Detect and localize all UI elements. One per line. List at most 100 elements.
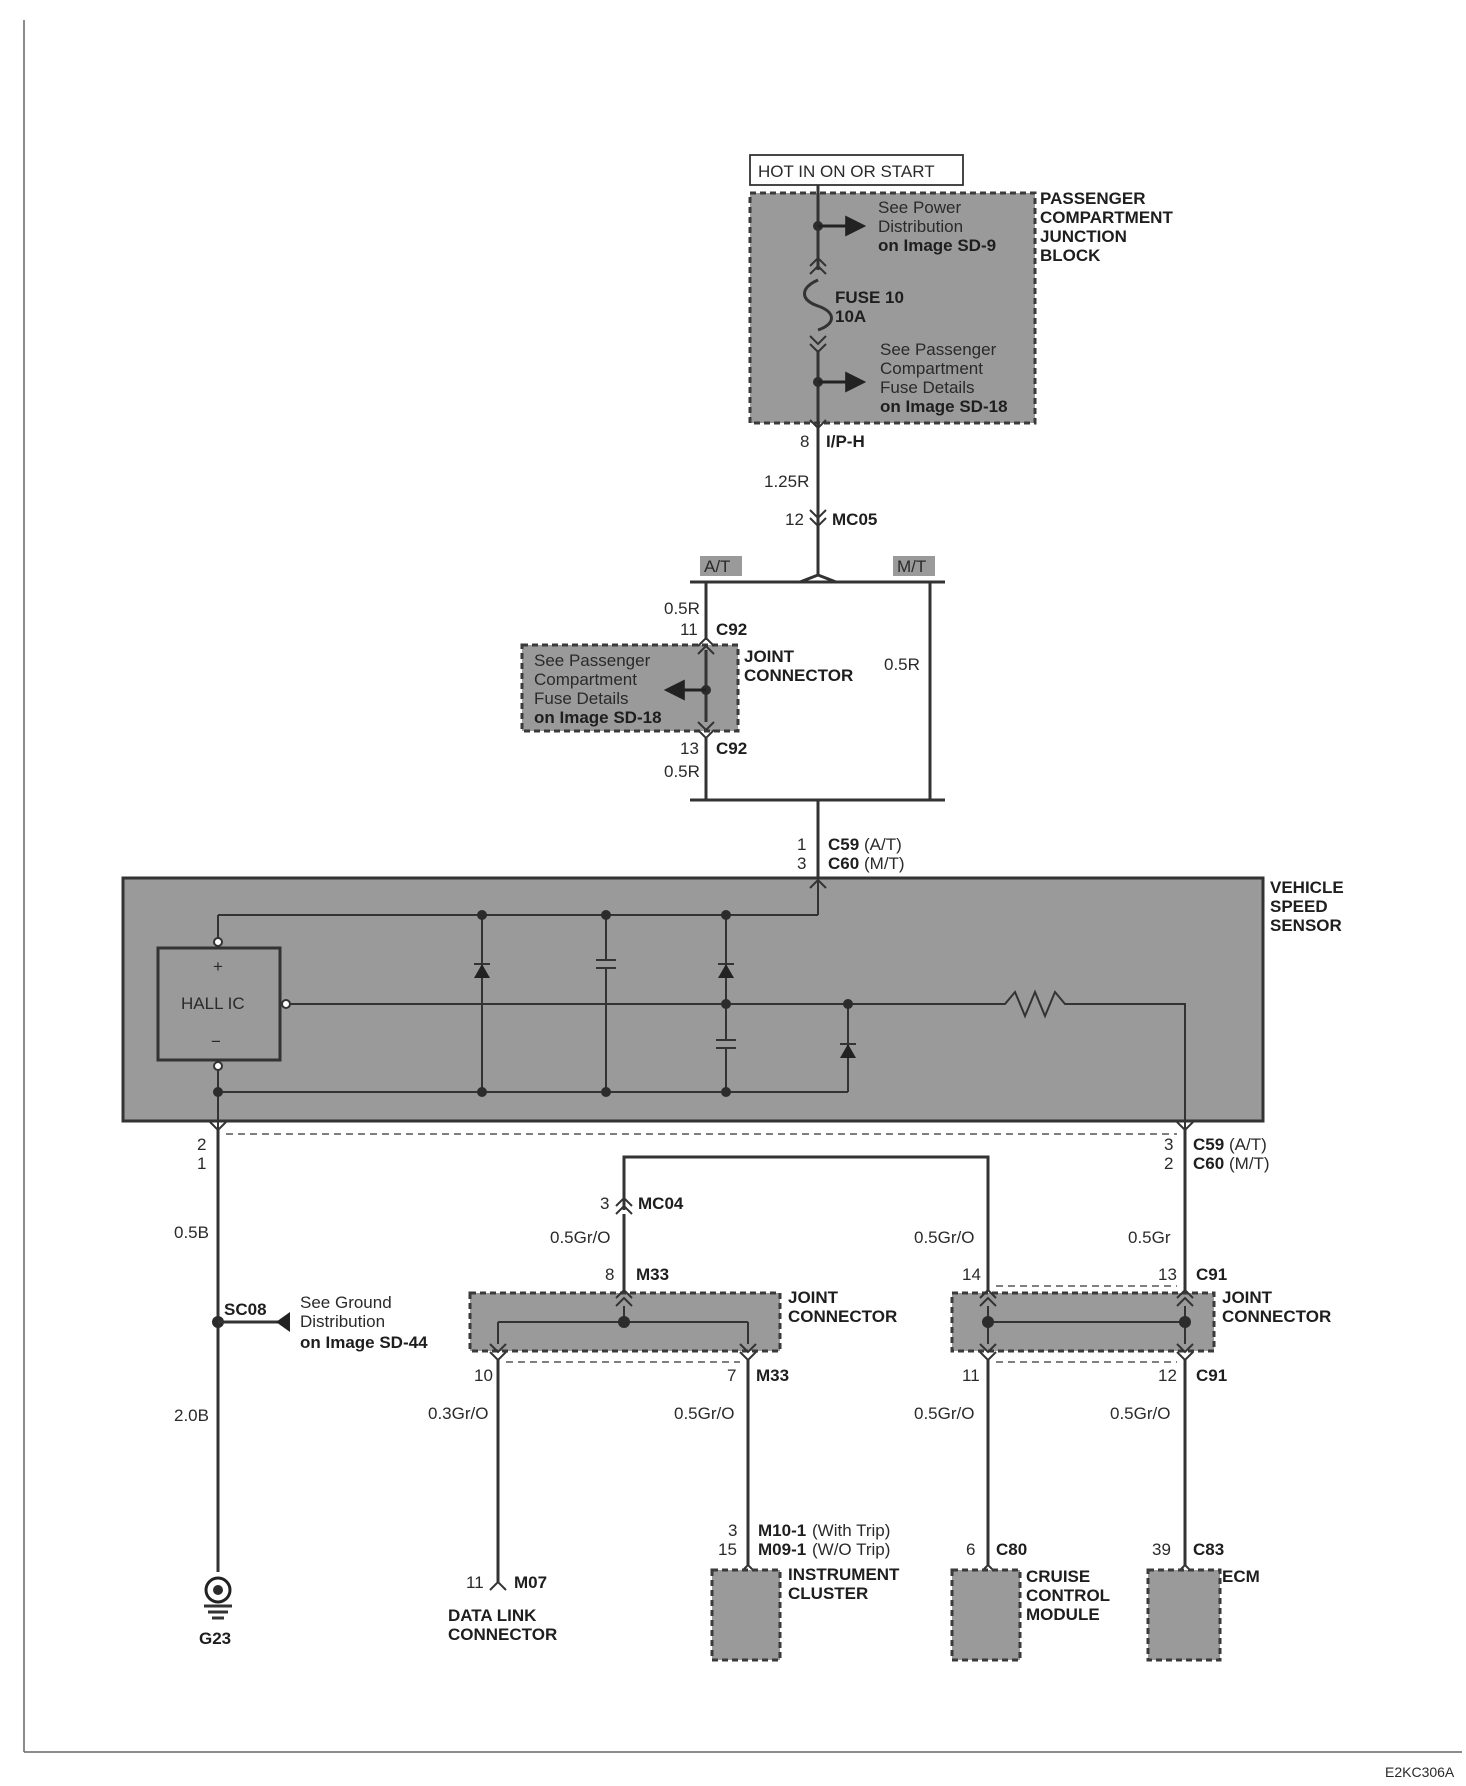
- cruise-control-module: [950, 1568, 1022, 1662]
- ground-note-3: on Image SD-44: [300, 1333, 428, 1352]
- hot-label: HOT IN ON OR START: [758, 162, 935, 181]
- cruise-title-1: CRUISE: [1026, 1567, 1090, 1586]
- fuse-rating: 10A: [835, 307, 866, 326]
- c92-note-1: See Passenger: [534, 651, 651, 670]
- c91-in-name: C91: [1196, 1265, 1227, 1284]
- sensor-bottom-conn-symbols: [209, 1121, 1194, 1132]
- cluster-title-2: CLUSTER: [788, 1584, 868, 1603]
- cluster-pin-wo: 15: [718, 1540, 737, 1559]
- c91-splice-left: [982, 1316, 994, 1328]
- c92-title-1: JOINT: [744, 647, 795, 666]
- sensor-right-pin-mt: 2: [1164, 1154, 1173, 1173]
- jb-fuse-note-1: See Passenger: [880, 340, 997, 359]
- jb-title-2: COMPARTMENT: [1040, 208, 1173, 227]
- node-d1-bottom: [477, 1087, 487, 1097]
- node-d3-top: [843, 999, 853, 1009]
- fuse-name: FUSE 10: [835, 288, 904, 307]
- ecm-connector: C83: [1193, 1540, 1224, 1559]
- mc04-pin: 3: [600, 1194, 609, 1213]
- c92-note-4: on Image SD-18: [534, 708, 662, 727]
- sensor-top-pin-at: 1: [797, 835, 806, 854]
- sensor-top-suffix-at: (A/T): [864, 835, 902, 854]
- sensor-top-suffix-mt: (M/T): [864, 854, 905, 873]
- c91-wire-out-right: 0.5Gr/O: [1110, 1404, 1170, 1423]
- c91-in-conn-symbols: [979, 1288, 1194, 1307]
- jb-power-note-1: See Power: [878, 198, 961, 217]
- cluster-title-1: INSTRUMENT: [788, 1565, 900, 1584]
- ground-terminal-center: [213, 1585, 223, 1595]
- m33-wire-left: 0.3Gr/O: [428, 1404, 488, 1423]
- sensor-right-suffix-at: (A/T): [1229, 1135, 1267, 1154]
- c92-note-2: Compartment: [534, 670, 637, 689]
- output-wire-resistor: [290, 989, 1186, 1130]
- mc04-wire: 0.5Gr/O: [550, 1228, 610, 1247]
- c91-wire-left: 0.5Gr/O: [914, 1228, 974, 1247]
- figure-code: E2KC306A: [1385, 1764, 1455, 1780]
- sensor-right-suffix-mt: (M/T): [1229, 1154, 1270, 1173]
- node-d2-mid: [721, 999, 731, 1009]
- c92-top-wire: 0.5R: [664, 599, 700, 618]
- c91-wire-out-left: 0.5Gr/O: [914, 1404, 974, 1423]
- c92-top-conn-symbol: [697, 636, 715, 655]
- jb-fuse-note-3: Fuse Details: [880, 378, 974, 397]
- hot-label-box: [749, 154, 964, 186]
- c92-note-3: Fuse Details: [534, 689, 628, 708]
- at-label: A/T: [704, 557, 730, 576]
- cruise-title-2: CONTROL: [1026, 1586, 1110, 1605]
- mc04-c91-bus: [622, 1155, 990, 1290]
- sensor-left-pin-at: 2: [197, 1135, 206, 1154]
- diode-1-icon: [474, 964, 490, 978]
- sensor-top-name-mt: C60: [828, 854, 859, 873]
- iph-pin: 8: [800, 432, 809, 451]
- sensor-right-name-at: C59: [1193, 1135, 1224, 1154]
- cruise-pin: 6: [966, 1540, 975, 1559]
- m33-wire-right: 0.5Gr/O: [674, 1404, 734, 1423]
- jb-title-1: PASSENGER: [1040, 189, 1146, 208]
- c91-title-2: CONNECTOR: [1222, 1307, 1331, 1326]
- c92-bottom-name: C92: [716, 739, 747, 758]
- dlc-name: M07: [514, 1573, 547, 1592]
- sensor-top-pin-mt: 3: [797, 854, 806, 873]
- hall-plus-terminal: [213, 937, 223, 947]
- dlc-title-1: DATA LINK: [448, 1606, 537, 1625]
- cluster-pin-with: 3: [728, 1521, 737, 1540]
- c92-bottom-pin: 13: [680, 739, 699, 758]
- m33-out-right-pin: 7: [727, 1366, 736, 1385]
- fuse-10-icon: [803, 278, 833, 332]
- c91-out-right-pin: 12: [1158, 1366, 1177, 1385]
- cluster-suffix-with: (With Trip): [812, 1521, 890, 1540]
- c92-top-pin: 11: [680, 620, 698, 639]
- node-c1-top: [601, 910, 611, 920]
- sensor-right-pin-at: 3: [1164, 1135, 1173, 1154]
- ground-wire-top: 0.5B: [174, 1223, 209, 1242]
- c91-title-1: JOINT: [1222, 1288, 1273, 1307]
- vss-title-3: SENSOR: [1270, 916, 1342, 935]
- mc05-pin: 12: [785, 510, 804, 529]
- c92-top-name: C92: [716, 620, 747, 639]
- ground-symbol-icon: [204, 1604, 232, 1620]
- cluster-suffix-wo: (W/O Trip): [812, 1540, 890, 1559]
- mc04-conn-symbol: [615, 1196, 633, 1215]
- c91-in-right-pin: 13: [1158, 1265, 1177, 1284]
- branch-split: [799, 560, 837, 584]
- junction-block: [748, 191, 1037, 425]
- node-d1-top: [477, 910, 487, 920]
- c91-splice-right: [1179, 1316, 1191, 1328]
- mt-wire-label: 0.5R: [884, 655, 920, 674]
- m33-out-right-name: M33: [756, 1366, 789, 1385]
- instrument-cluster-module: [710, 1568, 782, 1662]
- c91-in-left-pin: 14: [962, 1265, 981, 1284]
- m33-in-name: M33: [636, 1265, 669, 1284]
- fuse-conn-top: [809, 256, 827, 275]
- sc08-arrow-icon: [276, 1312, 290, 1332]
- capacitor-1-icon: [596, 915, 616, 1092]
- ecm-module: [1146, 1568, 1222, 1662]
- at-tag: [700, 556, 742, 576]
- jb-power-note-2: Distribution: [878, 217, 963, 236]
- m33-title-1: JOINT: [788, 1288, 839, 1307]
- sensor-top-name-at: C59: [828, 835, 859, 854]
- c91-out-name: C91: [1196, 1366, 1227, 1385]
- sensor-right-name-mt: C60: [1193, 1154, 1224, 1173]
- hall-ic: [156, 946, 282, 1062]
- ground-note-2: Distribution: [300, 1312, 385, 1331]
